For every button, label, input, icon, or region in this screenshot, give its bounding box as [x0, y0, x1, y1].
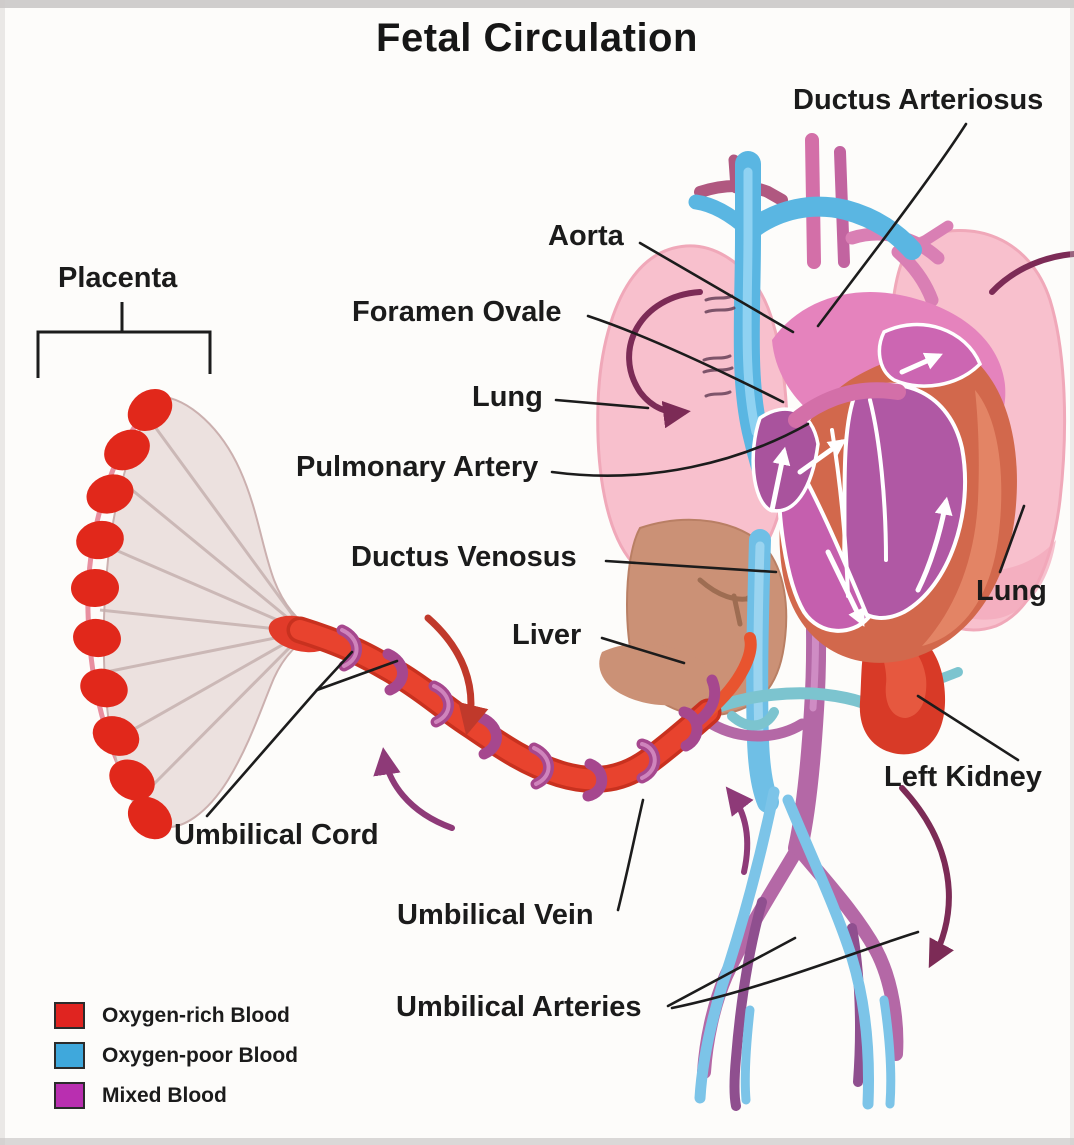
- photo-edge-top: [0, 0, 1074, 8]
- placenta-illustration: [71, 388, 319, 840]
- heart-illustration: [751, 292, 1017, 663]
- legend-item-label: Mixed Blood: [102, 1084, 227, 1107]
- lung-scribbles: [702, 294, 736, 398]
- label-pulmonary-artery: Pulmonary Artery: [296, 451, 539, 483]
- label-umbilical-cord: Umbilical Cord: [174, 819, 379, 851]
- heart-flow-arrows: [769, 352, 953, 627]
- photo-edge-bottom: [0, 1138, 1074, 1145]
- legend-item-mixed: Mixed Blood: [54, 1082, 298, 1109]
- label-ductus-arteriosus: Ductus Arteriosus: [793, 84, 1044, 116]
- label-umbilical-vein: Umbilical Vein: [397, 899, 594, 931]
- flow-arrows: [373, 251, 1074, 969]
- leader-lines: [205, 122, 1026, 1010]
- oxygen-rich-swatch: [54, 1002, 85, 1029]
- placenta-cotyledons: [71, 388, 173, 840]
- legend-item-oxygen-poor: Oxygen-poor Blood: [54, 1042, 298, 1069]
- mixed-blood-swatch: [54, 1082, 85, 1109]
- placenta-bracket: [36, 302, 212, 378]
- blood-type-legend: Oxygen-rich Blood Oxygen-poor Blood Mixe…: [54, 1002, 298, 1109]
- label-liver: Liver: [512, 619, 582, 651]
- label-lung-right: Lung: [976, 575, 1047, 607]
- page-title: Fetal Circulation: [376, 16, 698, 60]
- label-lung-left: Lung: [472, 381, 543, 413]
- label-placenta: Placenta: [58, 262, 178, 294]
- label-umbilical-arteries: Umbilical Arteries: [396, 991, 642, 1023]
- label-ductus-venosus: Ductus Venosus: [351, 541, 577, 573]
- legend-item-oxygen-rich: Oxygen-rich Blood: [54, 1002, 298, 1029]
- legend-item-label: Oxygen-poor Blood: [102, 1044, 298, 1067]
- label-foramen-ovale: Foramen Ovale: [352, 296, 562, 328]
- oxygen-poor-swatch: [54, 1042, 85, 1069]
- label-aorta: Aorta: [548, 220, 624, 252]
- legend-item-label: Oxygen-rich Blood: [102, 1004, 290, 1027]
- label-left-kidney: Left Kidney: [884, 761, 1042, 793]
- photo-edge-left: [0, 0, 5, 1145]
- photo-edge-right: [1070, 0, 1074, 1145]
